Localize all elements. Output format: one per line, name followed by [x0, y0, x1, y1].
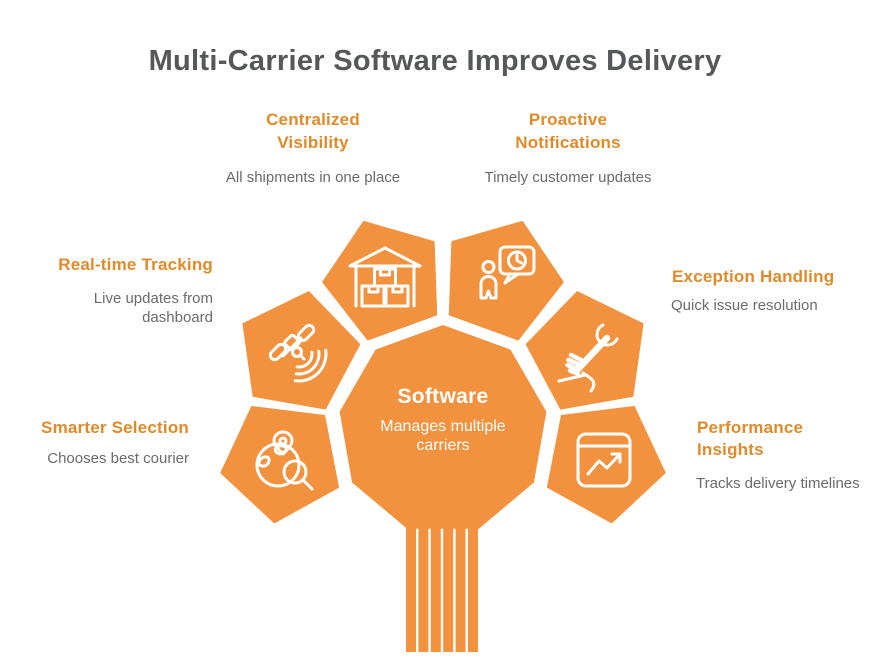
chat-clock-icon	[479, 245, 536, 300]
label-centralized-visibility: Centralized Visibility	[266, 110, 360, 152]
label-real-time-tracking: Real-time Tracking	[58, 255, 213, 274]
pentagon-smarter-selection	[220, 405, 340, 524]
pentagon-exception-handling	[525, 290, 644, 410]
label-performance-insights: Performance Insights	[697, 418, 804, 459]
icons-layer	[255, 245, 632, 491]
center-title: Software	[397, 385, 489, 408]
label-proactive-notifications: Proactive Notifications	[515, 110, 621, 152]
warehouse-icon	[348, 246, 422, 308]
desc-performance-insights: Tracks delivery timelines	[696, 475, 860, 492]
desc-real-time-tracking: Live updates from dashboard	[93, 290, 213, 326]
globe-search-icon	[255, 430, 314, 491]
desc-exception-handling: Quick issue resolution	[671, 297, 818, 314]
pentagon-centralized-visibility	[322, 220, 438, 341]
page-title: Multi-Carrier Software Improves Delivery	[148, 45, 722, 77]
trunk-stripes	[406, 526, 478, 652]
pentagon-performance-insights	[546, 405, 666, 524]
desc-centralized-visibility: All shipments in one place	[225, 169, 401, 186]
label-exception-handling: Exception Handling	[672, 267, 835, 286]
center-software-shape	[339, 325, 547, 529]
desc-smarter-selection: Chooses best courier	[47, 450, 189, 467]
wrench-hand-icon	[557, 323, 619, 393]
center-subtitle: Manages multiple carriers	[380, 418, 506, 454]
satellite-icon	[268, 323, 328, 383]
desc-proactive-notifications: Timely customer updates	[484, 169, 652, 186]
label-smarter-selection: Smarter Selection	[41, 418, 189, 437]
chart-window-icon	[576, 432, 632, 488]
